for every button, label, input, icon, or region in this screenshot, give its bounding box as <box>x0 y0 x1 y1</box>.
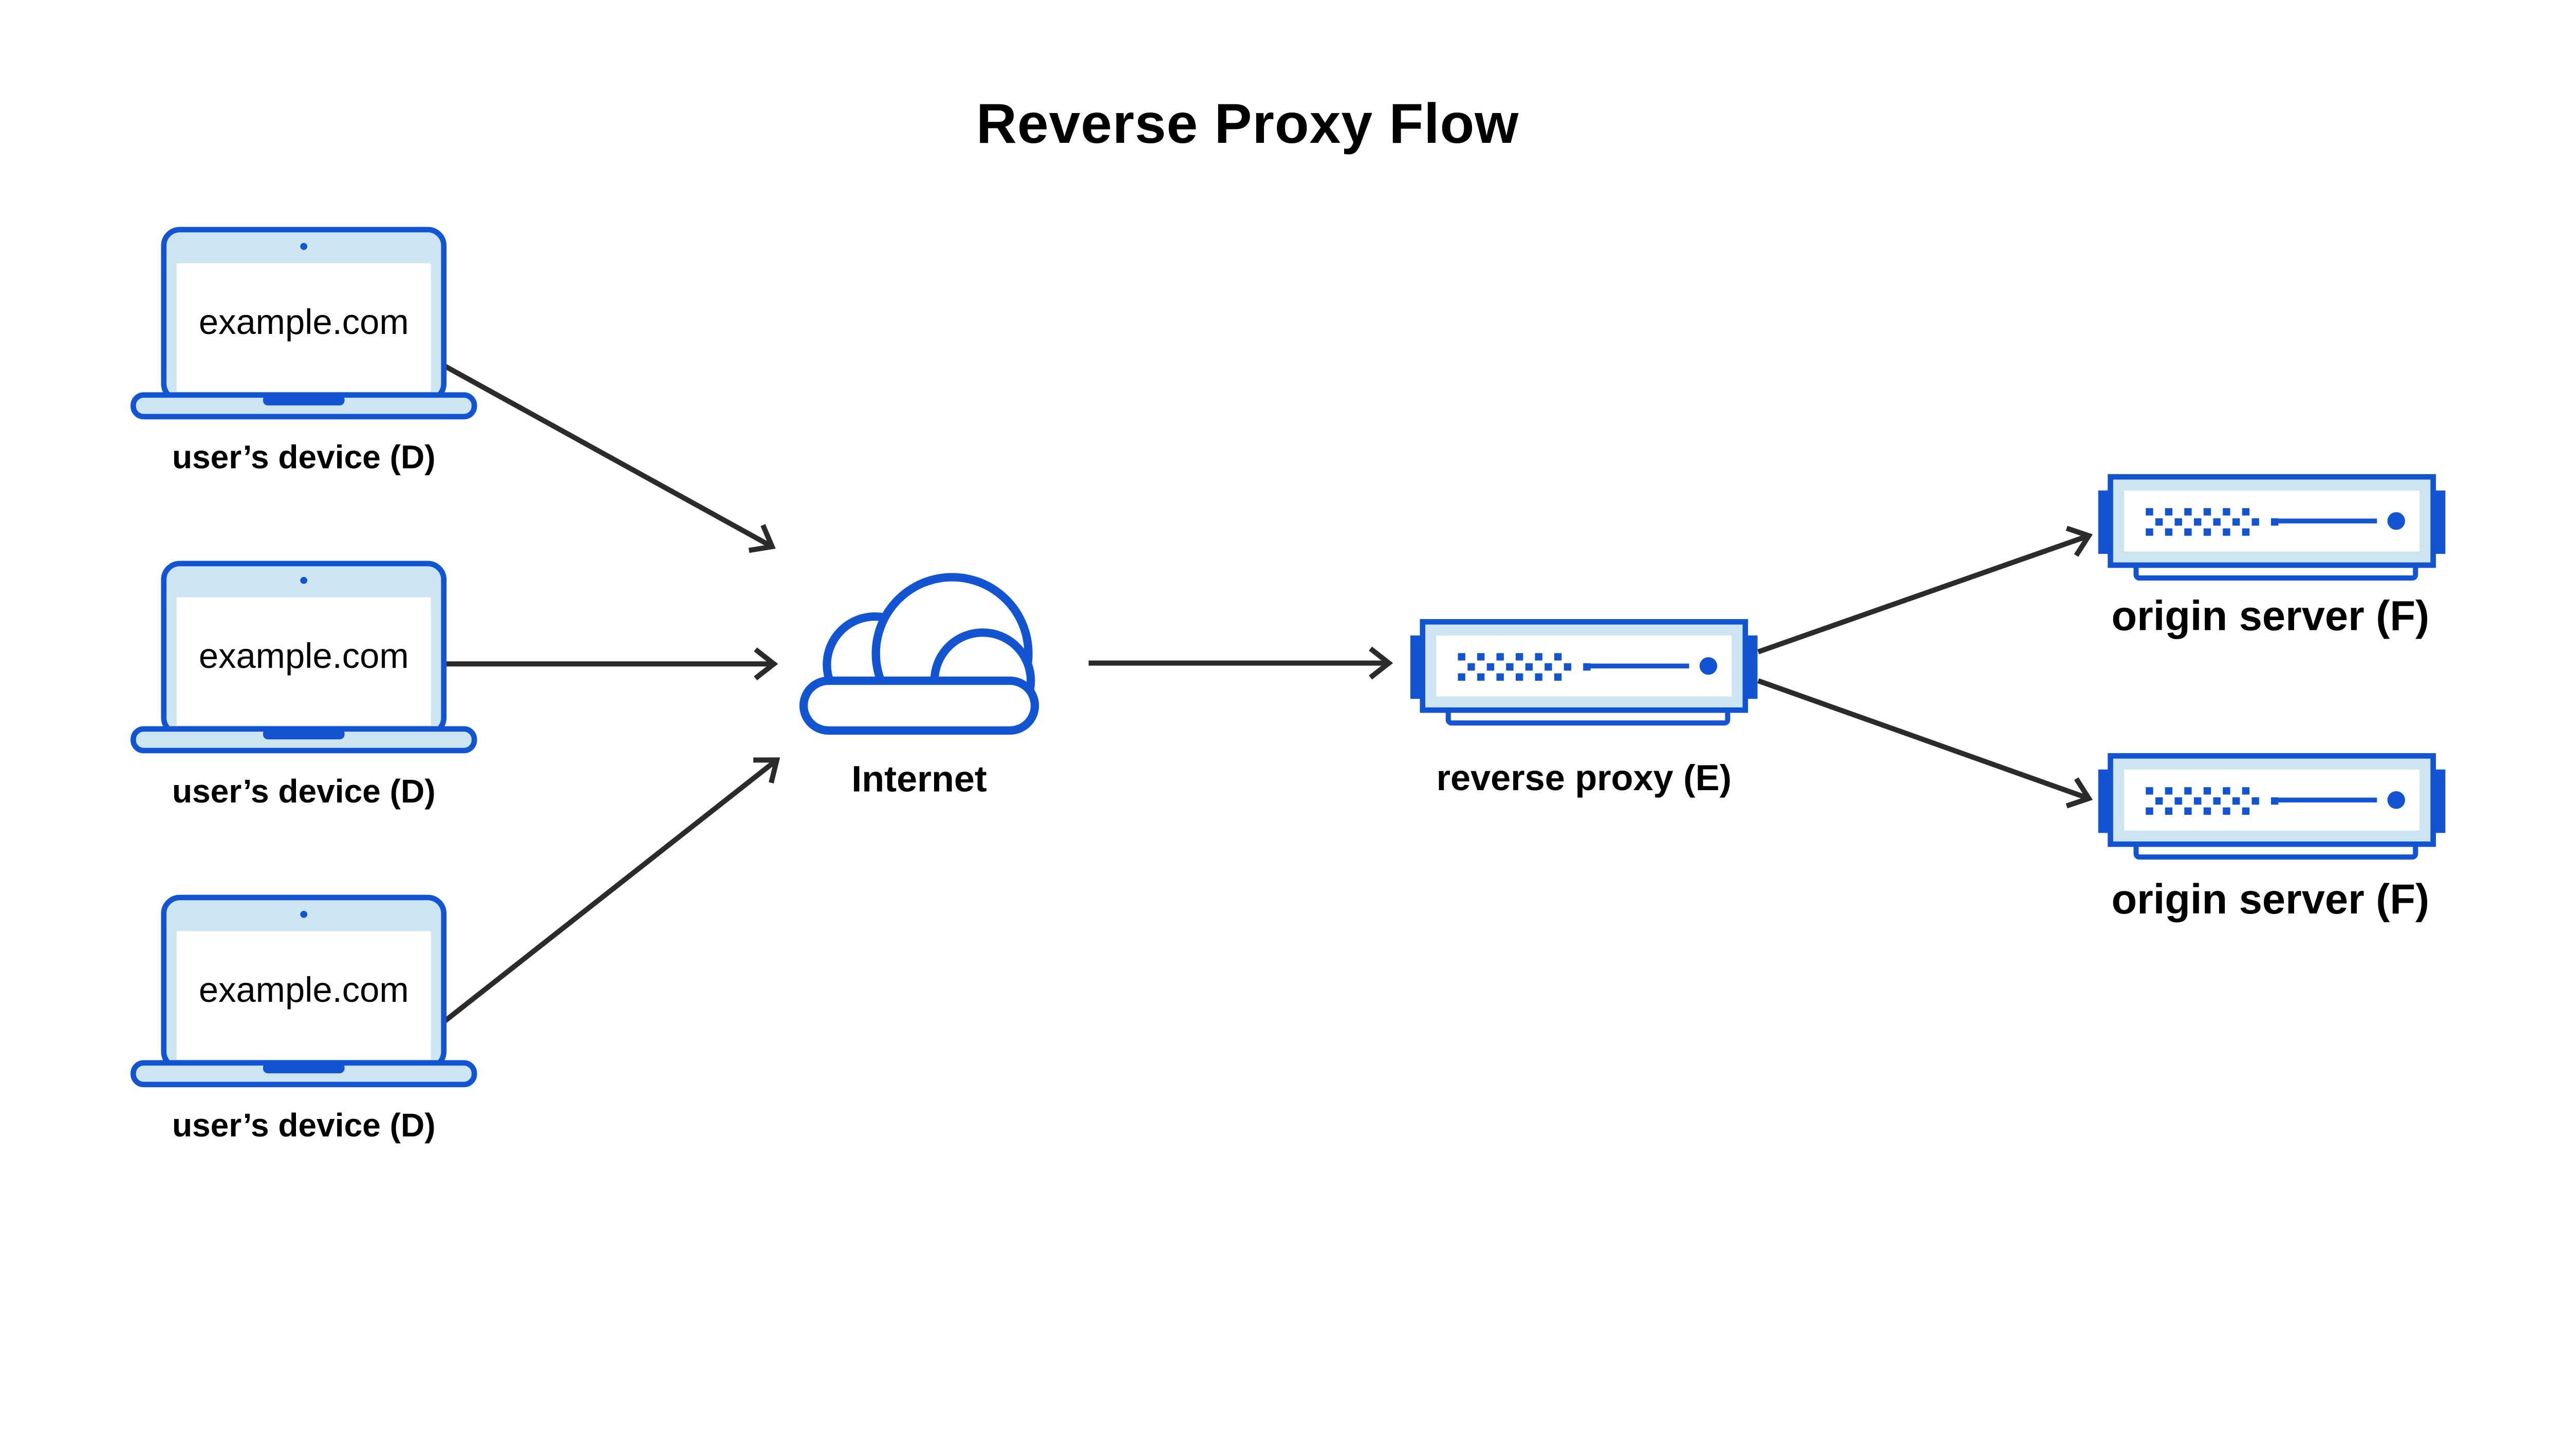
reverse-proxy-flow-diagram: Reverse Proxy Flow example.com user’s de… <box>131 92 2448 1144</box>
device-screen-text: example.com <box>199 302 409 342</box>
device-node-1: example.com user’s device (D) <box>133 230 474 476</box>
diagram-page: Reverse Proxy Flow example.com user’s de… <box>131 92 2448 1144</box>
reverse-proxy-node: reverse proxy (E) <box>1410 622 1758 798</box>
device-node-3: example.com user’s device (D) <box>133 898 474 1144</box>
cloud-base <box>799 676 1039 735</box>
arrow-proxy-to-origin1 <box>1757 526 2093 655</box>
arrow-device3-to-internet <box>443 757 780 1023</box>
origin-server-label: origin server (F) <box>2111 592 2429 639</box>
device-node-2: example.com user’s device (D) <box>133 564 474 810</box>
arrow-proxy-to-origin2 <box>1757 678 2093 809</box>
origin-server-node-1: origin server (F) <box>2098 477 2446 639</box>
origin-server-icon-2 <box>2098 756 2446 857</box>
internet-label: Internet <box>851 759 987 800</box>
device-label: user’s device (D) <box>172 439 436 476</box>
page-title: Reverse Proxy Flow <box>976 92 1519 155</box>
internet-node: Internet <box>799 573 1039 800</box>
cloud-icon <box>799 573 1039 735</box>
device-screen-text: example.com <box>199 970 409 1010</box>
reverse-proxy-server-icon <box>1410 622 1758 723</box>
origin-server-node-2: origin server (F) <box>2098 756 2446 923</box>
device-screen-text: example.com <box>199 636 409 676</box>
arrow-device1-to-internet <box>443 364 776 553</box>
device-label: user’s device (D) <box>172 773 436 810</box>
device-label: user’s device (D) <box>172 1107 436 1144</box>
reverse-proxy-label: reverse proxy (E) <box>1437 757 1732 798</box>
origin-server-icon-1 <box>2098 477 2446 578</box>
flow-arrows <box>443 364 2093 1023</box>
origin-server-label: origin server (F) <box>2111 876 2429 923</box>
